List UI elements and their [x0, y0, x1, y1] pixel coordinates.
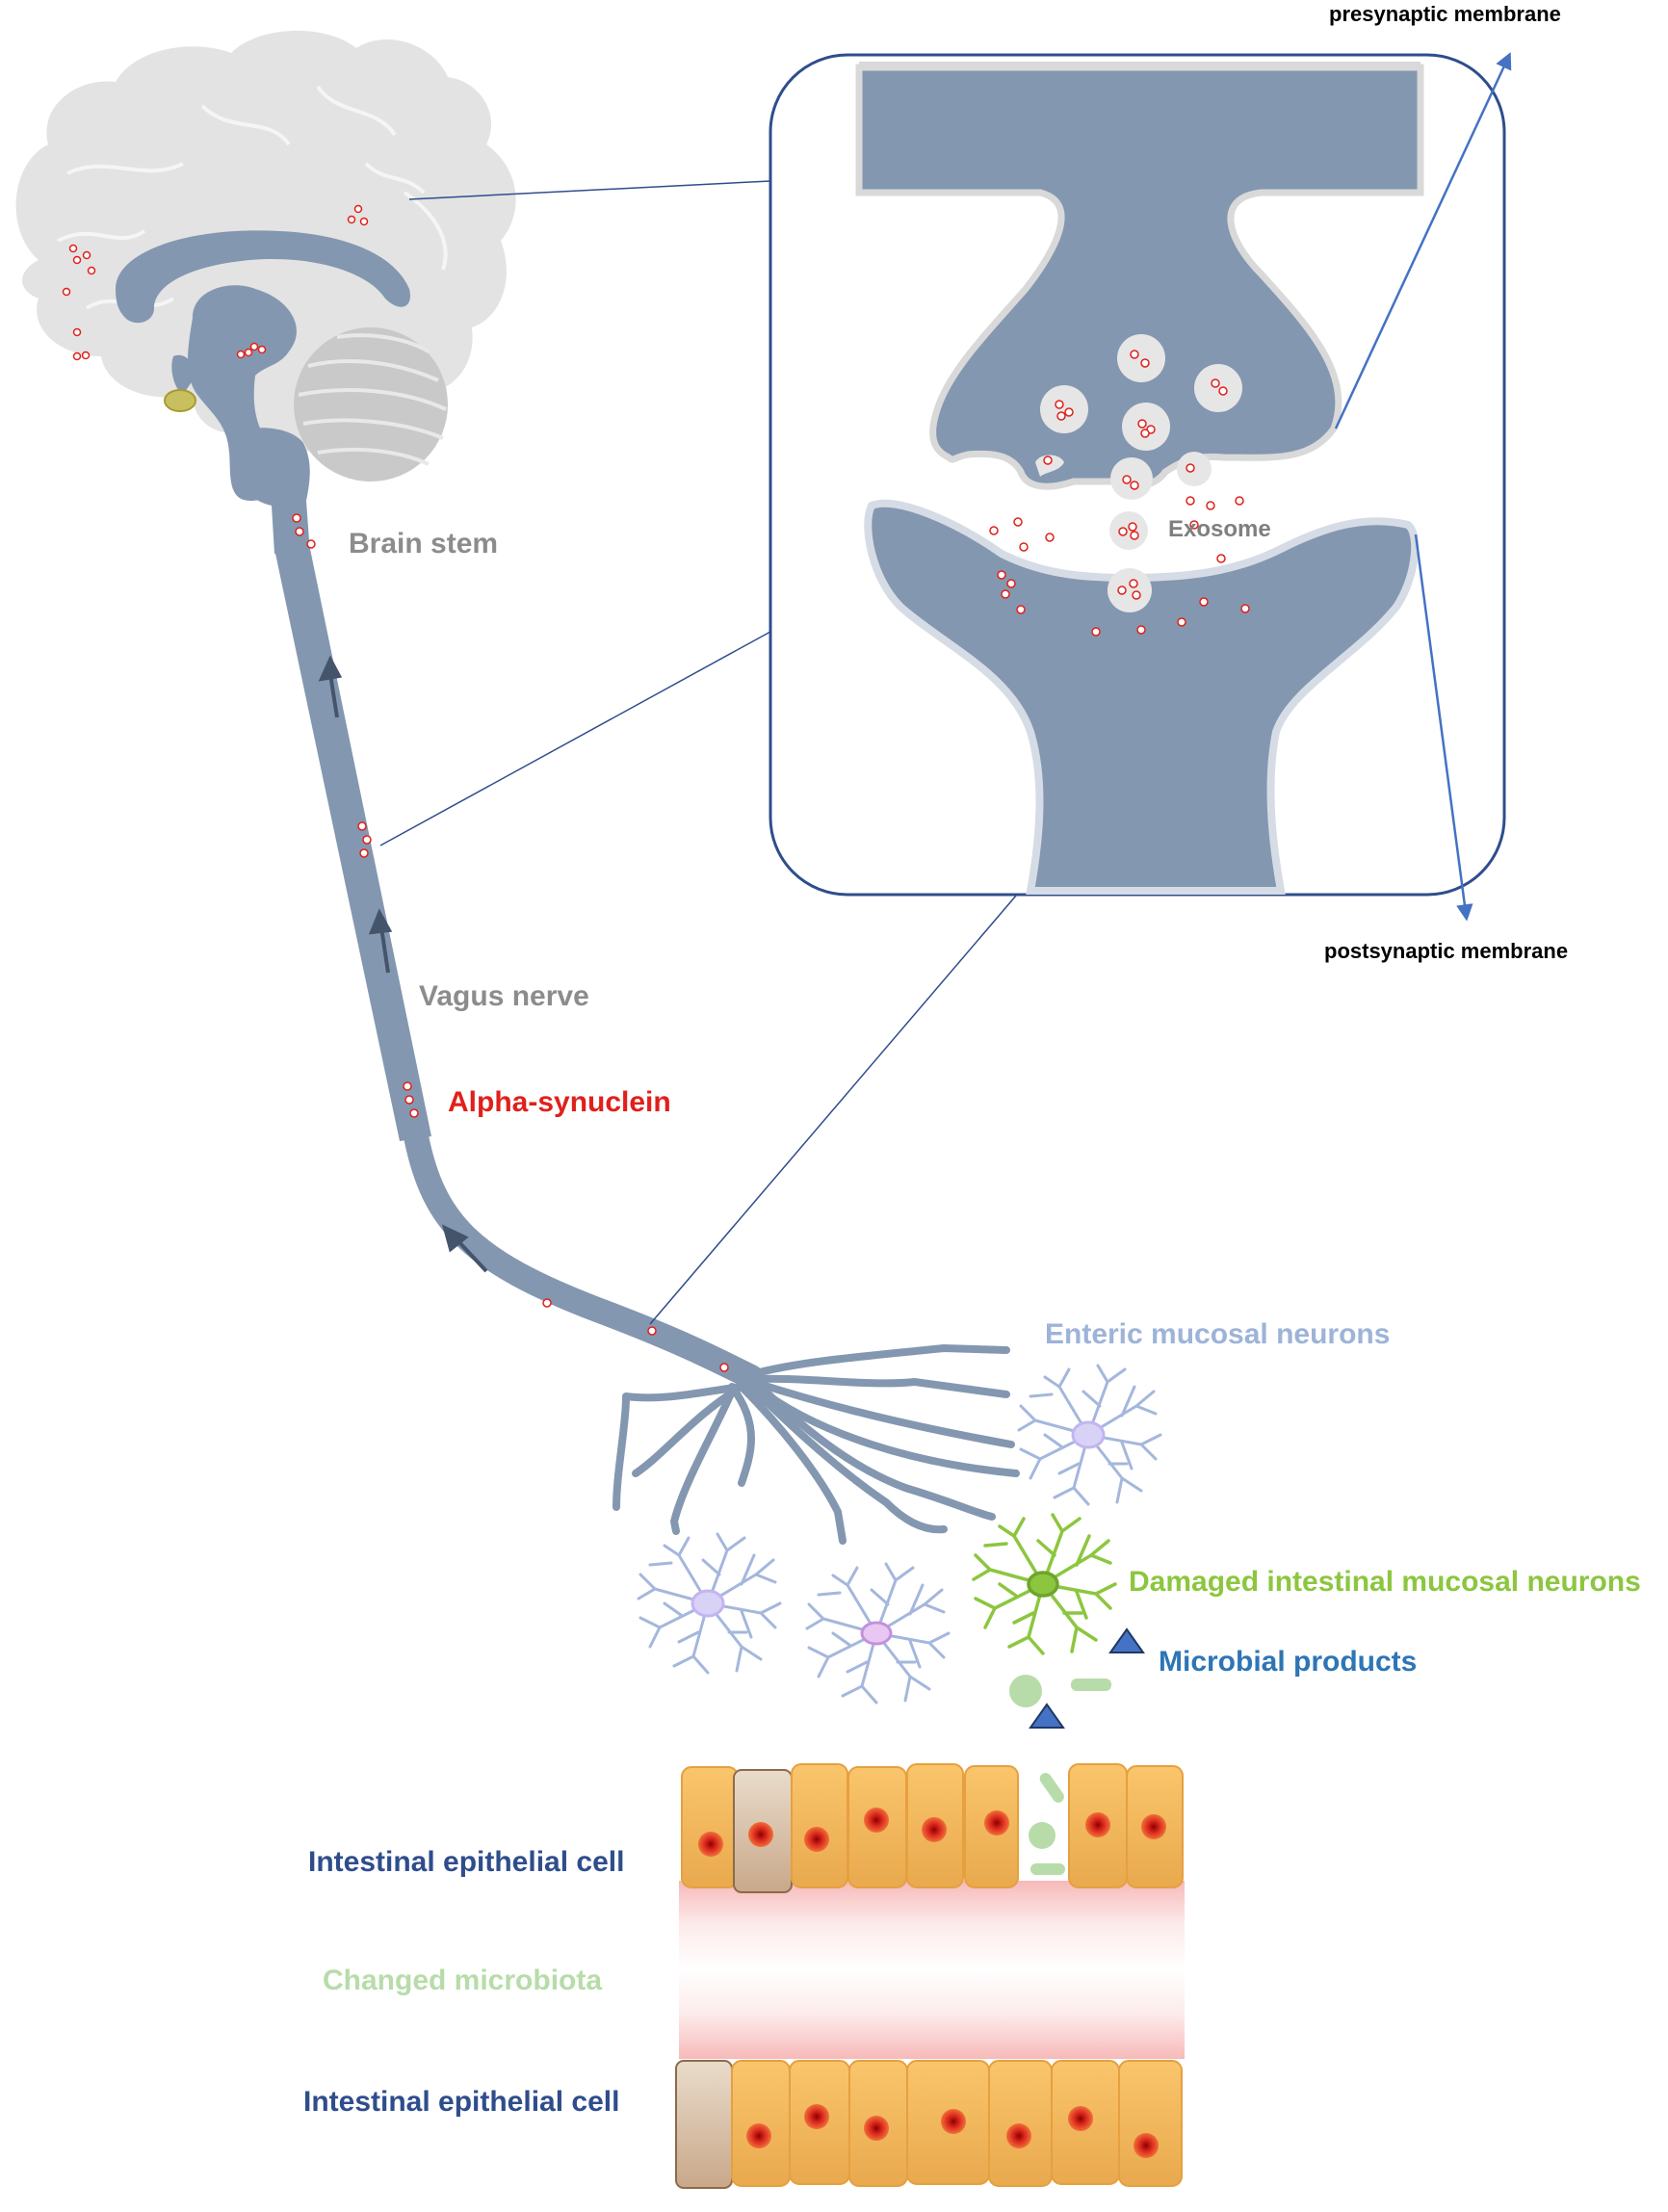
enteric-neuron-2: [637, 1532, 782, 1675]
epithelial-bottom-label: Intestinal epithelial cell: [303, 2086, 619, 2118]
transport-arrows: [318, 655, 488, 1273]
damaged-neurons-label: Damaged intestinal mucosal neurons: [1129, 1566, 1641, 1598]
epithelium-top: [681, 1763, 1184, 1893]
exosomes: [1108, 511, 1152, 612]
enteric-neurons-label: Enteric mucosal neurons: [1045, 1318, 1390, 1350]
presynaptic-arrow: [1334, 52, 1512, 429]
spinal-cord: [274, 549, 431, 1141]
nerve-synuclein-dots: [292, 513, 729, 1372]
enteric-neuron-3: [805, 1562, 951, 1705]
damaged-neuron: [972, 1513, 1117, 1655]
postsynaptic-label: postsynaptic membrane: [1324, 939, 1568, 963]
postsynaptic-terminal: [864, 499, 1420, 895]
changed-microbiota-label: Changed microbiota: [323, 1965, 602, 1996]
vagus-nerve: [274, 513, 1020, 1545]
neuron-icon: [637, 1364, 1162, 1705]
corpus-callosum: [116, 230, 410, 324]
cerebellum: [294, 327, 448, 481]
presynaptic-terminal: [855, 64, 1424, 490]
microbial-triangle: [1108, 1627, 1145, 1653]
nerve-branches: [612, 1343, 1020, 1545]
presynaptic-top-bar: [859, 62, 1420, 69]
microbial-triangle: [1029, 1703, 1065, 1729]
postsynaptic-arrow: [1414, 533, 1473, 922]
pituitary: [164, 389, 196, 412]
vagus-curve: [404, 1124, 764, 1390]
brain-stem-label: Brain stem: [349, 528, 498, 560]
synaptic-vesicles: [1035, 334, 1242, 500]
epithelial-top-label: Intestinal epithelial cell: [308, 1846, 624, 1878]
presynaptic-label: presynaptic membrane: [1329, 2, 1561, 26]
microbial-products-label: Microbial products: [1159, 1646, 1417, 1678]
exosome-label: Exosome: [1168, 516, 1271, 542]
intestinal-lumen: [679, 1881, 1185, 2059]
brain-icon: [15, 30, 516, 554]
zoom-lines: [379, 180, 1017, 1325]
alpha-synuclein-label: Alpha-synuclein: [448, 1086, 671, 1118]
enteric-neuron-1: [1017, 1364, 1162, 1506]
cleft-synuclein-dots: [989, 496, 1250, 637]
intestine-icon: [675, 1763, 1185, 2189]
hypothalamus: [171, 354, 194, 395]
epithelium-bottom: [675, 2060, 1183, 2189]
nuclei: [698, 1808, 1166, 2158]
brain-gyri: [57, 85, 448, 310]
brain-stem: [231, 428, 310, 554]
synapse-icon: [769, 52, 1512, 922]
vagus-nerve-label: Vagus nerve: [419, 980, 589, 1012]
brain-synuclein-dots: [62, 204, 369, 361]
